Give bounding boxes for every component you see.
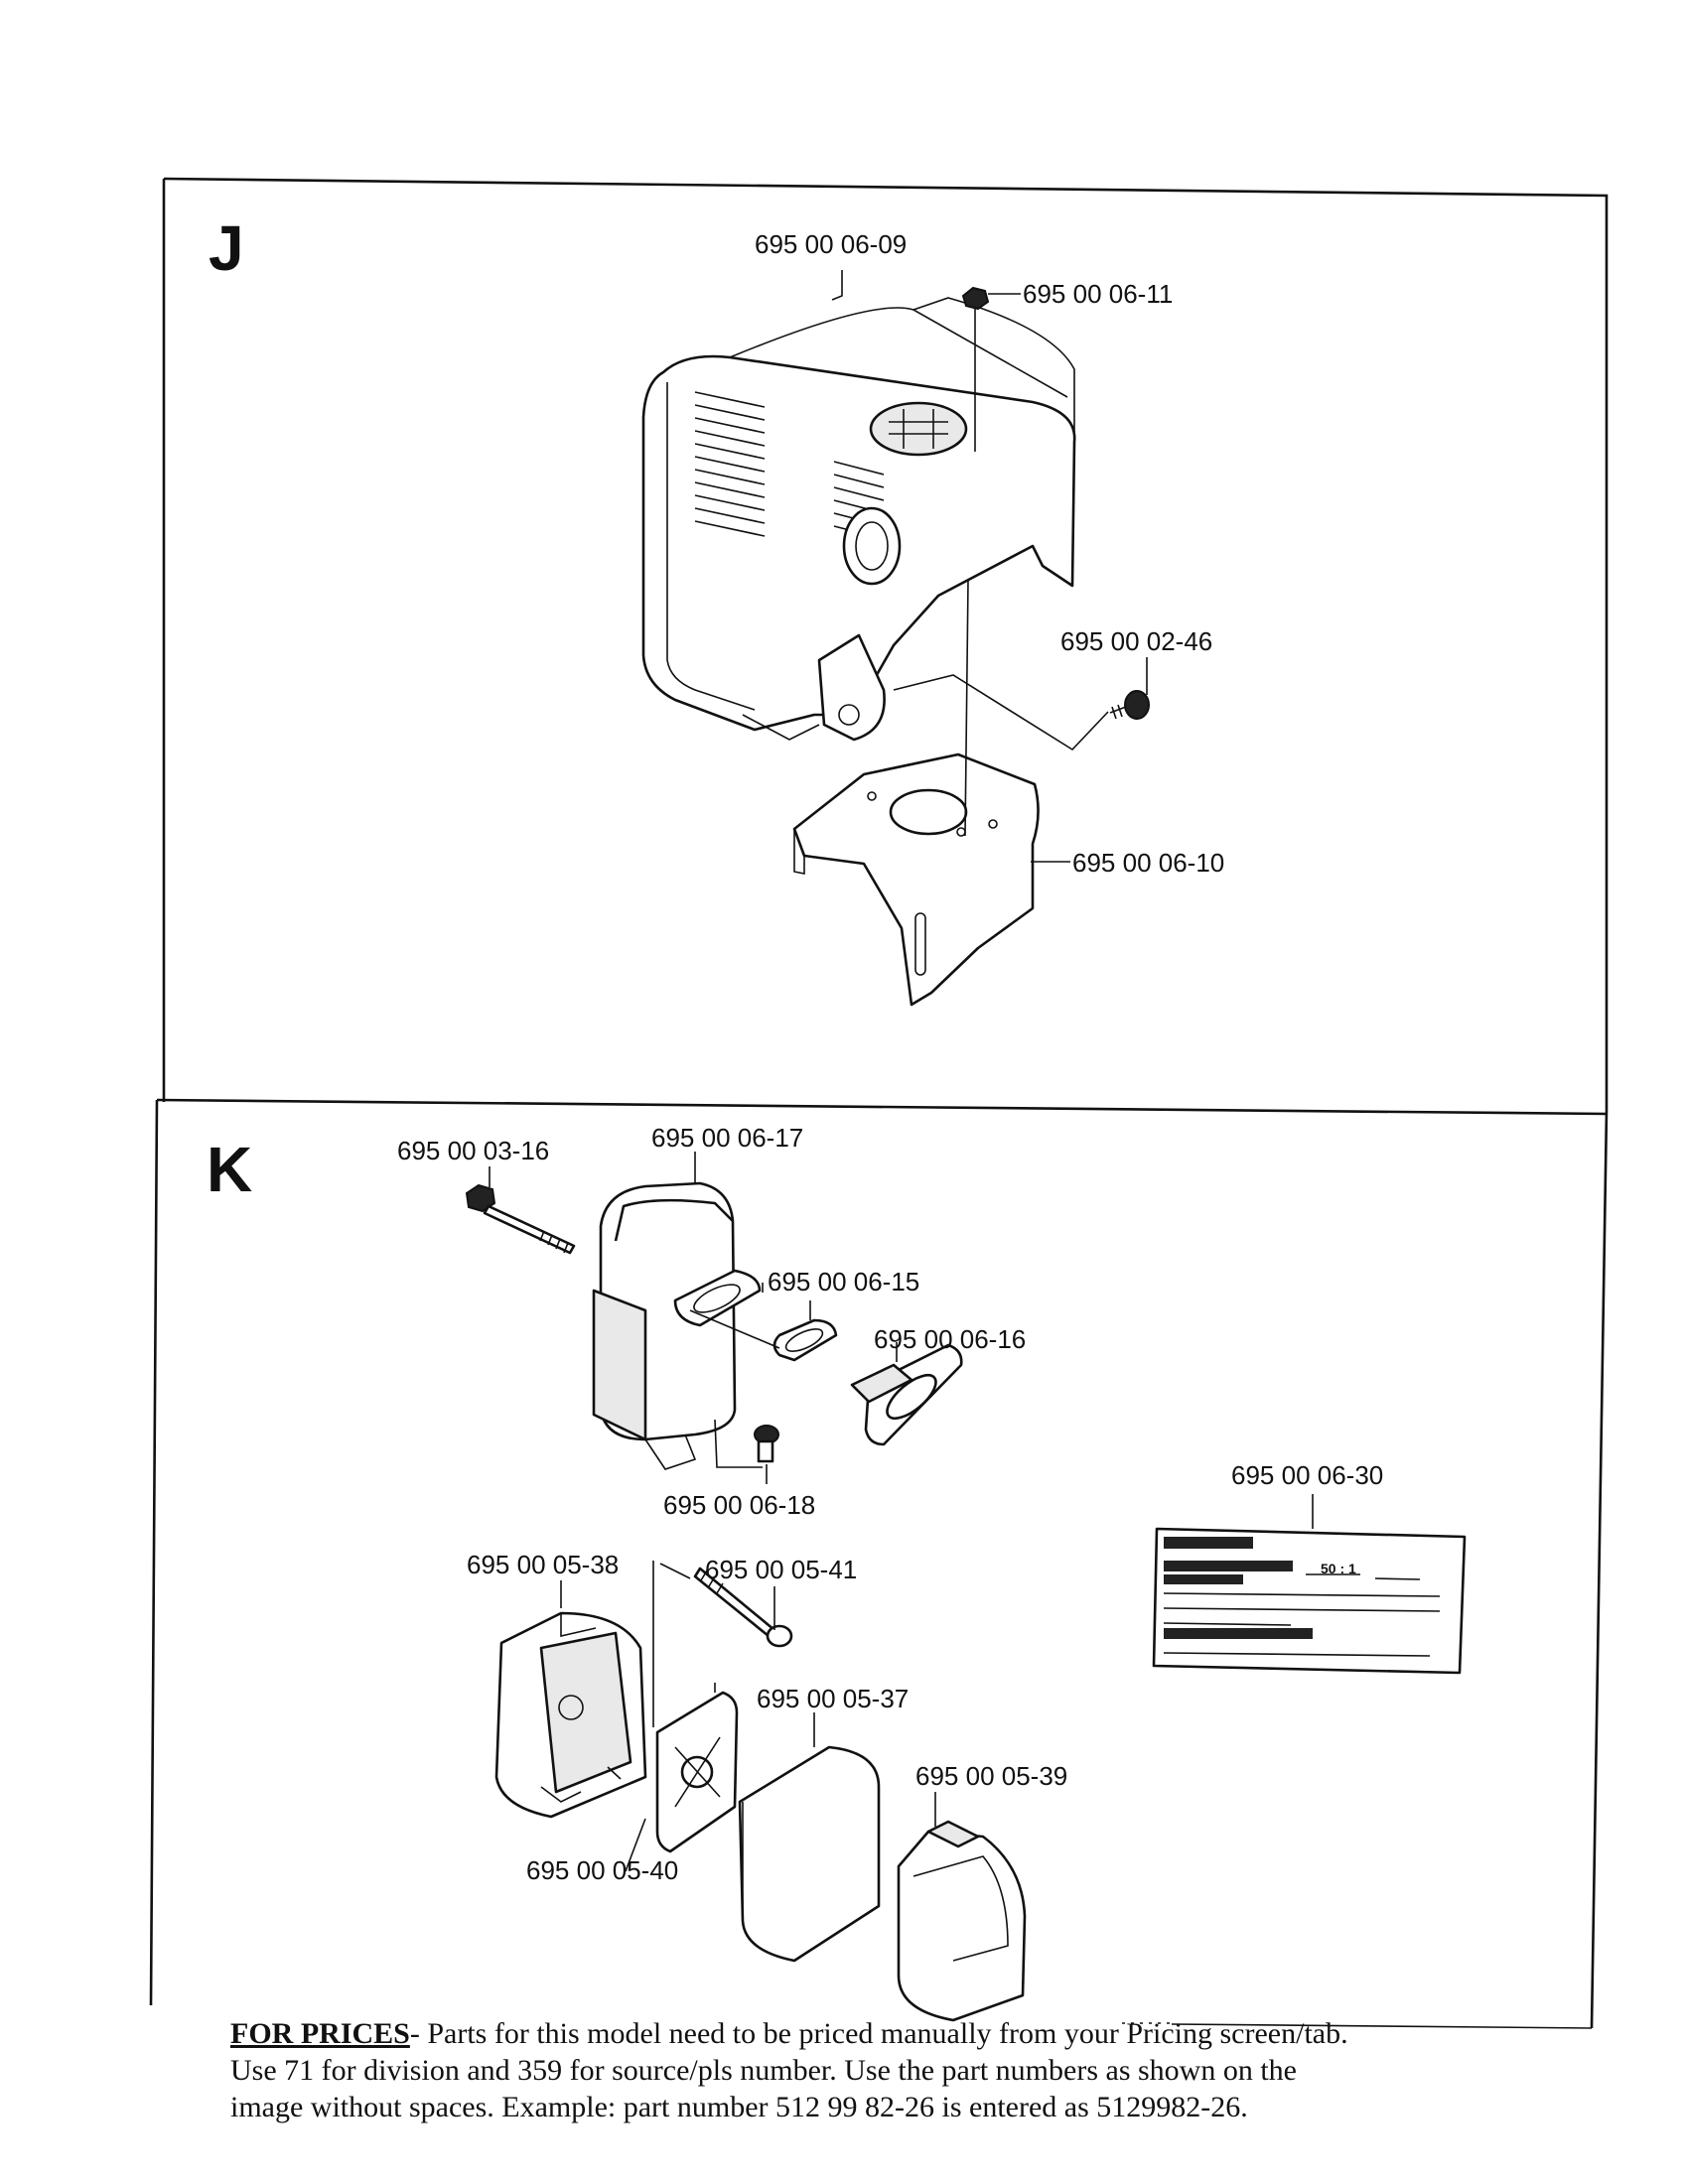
part-label-06-10: 695 00 06-10 (1072, 848, 1224, 878)
part-label-02-46: 695 00 02-46 (1060, 626, 1212, 656)
part-label-06-17: 695 00 06-17 (651, 1123, 803, 1153)
part-label-05-38: 695 00 05-38 (467, 1550, 619, 1579)
bolt-03-16-drawing (465, 1183, 576, 1255)
part-label-06-18: 695 00 06-18 (663, 1490, 815, 1520)
pricing-note-text-1: - Parts for this model need to be priced… (409, 2017, 1348, 2050)
part-label-06-15: 695 00 06-15 (768, 1267, 919, 1297)
filter-element-drawing (738, 1745, 881, 1963)
muffler-cover-drawing (641, 297, 1076, 742)
part-label-06-30: 695 00 06-30 (1231, 1460, 1383, 1490)
decal-06-30-drawing: 50 : 1 (1152, 1494, 1467, 1675)
screw-06-11-drawing (961, 286, 990, 316)
base-plate-drawing (655, 1691, 739, 1853)
section-k-leaders-lower (560, 1561, 936, 1872)
section-j-frame (162, 177, 1609, 1110)
section-label-k: K (207, 1134, 252, 1205)
part-label-05-39: 695 00 05-39 (915, 1761, 1067, 1791)
part-label-03-16: 695 00 03-16 (397, 1136, 549, 1165)
gasket-06-15-drawing (772, 1318, 838, 1362)
part-label-05-37: 695 00 05-37 (757, 1684, 909, 1713)
pricing-note-line-1: FOR PRICES- Parts for this model need to… (230, 2015, 1541, 2052)
part-label-06-09: 695 00 06-09 (755, 229, 907, 259)
bolt-05-41-drawing (693, 1567, 793, 1648)
filter-cover-drawing (897, 1820, 1027, 2022)
part-label-06-11: 695 00 06-11 (1023, 279, 1173, 309)
decal-ratio-text: 50 : 1 (1321, 1561, 1356, 1576)
muffler-body-drawing (592, 1181, 762, 1470)
flange-06-16-drawing (850, 1343, 963, 1446)
pricing-note-heading: FOR PRICES (230, 2017, 410, 2050)
section-j-leaders (831, 270, 1148, 863)
pricing-note-line-2: Use 71 for division and 359 for source/p… (230, 2054, 1297, 2087)
pricing-note-line-3: image without spaces. Example: part numb… (230, 2091, 1248, 2123)
bolt-06-18-drawing (754, 1425, 779, 1463)
section-k-leaders-upper (489, 1152, 898, 1484)
part-label-06-16: 695 00 06-16 (874, 1324, 1026, 1354)
section-label-j: J (209, 212, 244, 284)
bolt-02-46-drawing (1109, 690, 1150, 720)
pricing-note: FOR PRICES- Parts for this model need to… (230, 2015, 1541, 2125)
section-divider (156, 1098, 1608, 1116)
part-label-05-40: 695 00 05-40 (526, 1855, 678, 1885)
heat-shield-drawing (792, 752, 1040, 1007)
section-k-frame (149, 1099, 1609, 2029)
filter-housing-drawing (494, 1611, 647, 1819)
part-label-05-41: 695 00 05-41 (705, 1555, 857, 1584)
